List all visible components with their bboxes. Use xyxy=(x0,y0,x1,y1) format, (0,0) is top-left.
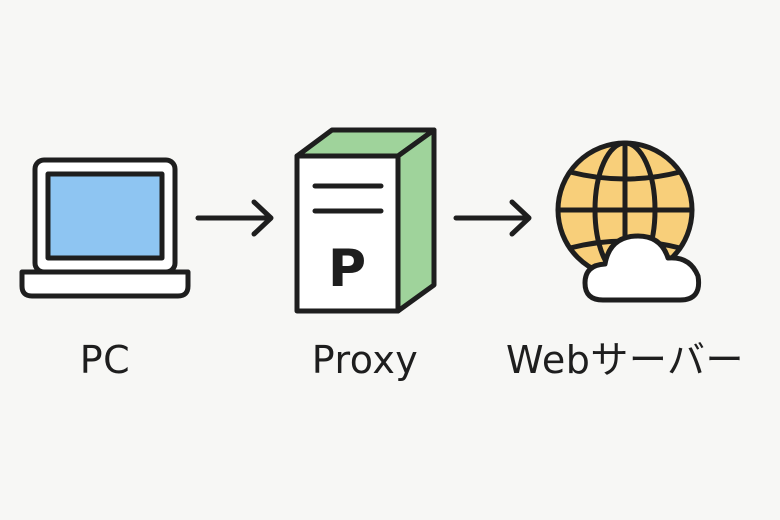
laptop-icon xyxy=(19,157,191,299)
arrow-pc-to-proxy xyxy=(195,199,274,237)
label-web-server: Webサーバー xyxy=(506,338,744,382)
globe-cloud-icon xyxy=(555,140,702,303)
laptop-screen xyxy=(45,171,165,261)
proxy-glyph: P xyxy=(328,239,366,299)
proxy-server-icon xyxy=(294,127,437,314)
laptop-base xyxy=(19,269,191,299)
cloud xyxy=(582,233,702,303)
arrow-proxy-to-web xyxy=(453,199,532,237)
label-proxy: Proxy xyxy=(311,338,419,382)
label-pc: PC xyxy=(79,338,131,382)
server-side xyxy=(395,127,437,314)
server-front xyxy=(294,153,401,314)
